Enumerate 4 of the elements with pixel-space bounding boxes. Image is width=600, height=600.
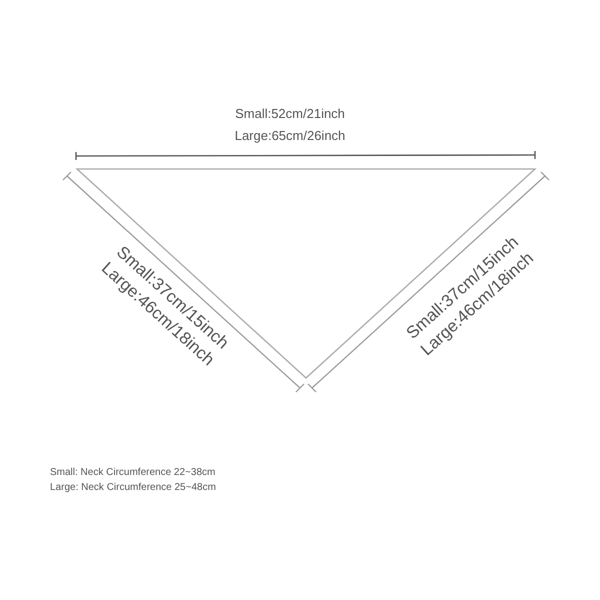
dimension-label: Small:52cm/21inch bbox=[235, 105, 345, 123]
dimension-label: Large:65cm/26inch bbox=[234, 127, 346, 145]
note-text: Small: Neck Circumference 22~38cm bbox=[50, 466, 216, 480]
note-text: Large: Neck Circumference 25~48cm bbox=[50, 481, 216, 495]
